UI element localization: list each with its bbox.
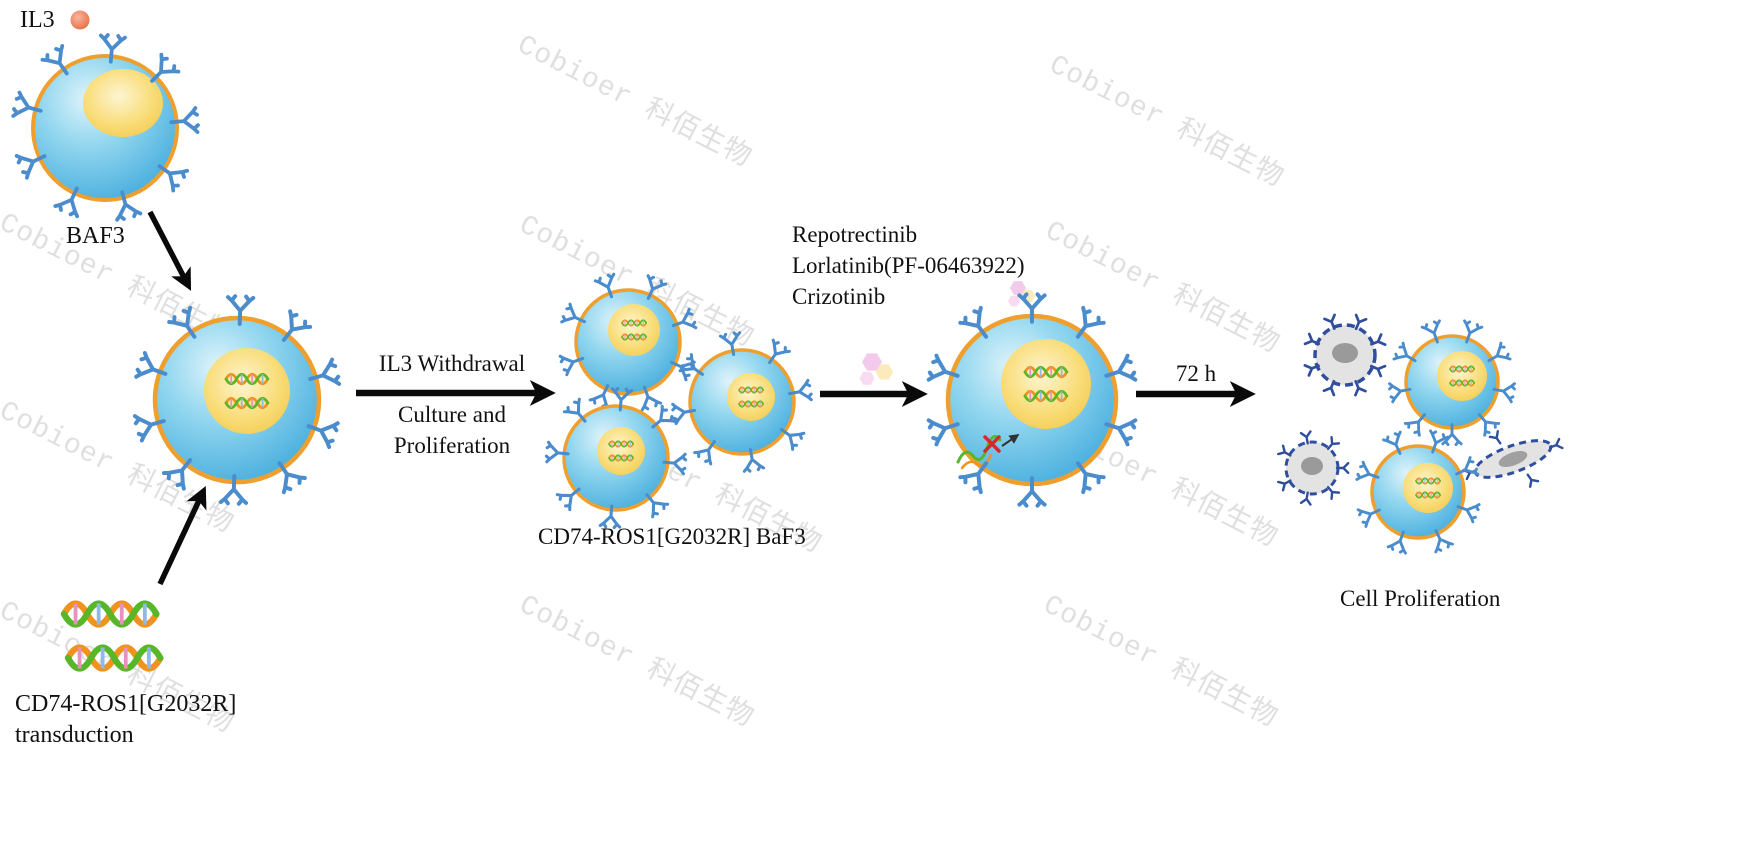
inhibition-x-icon xyxy=(983,435,1001,453)
dead-cell-icon xyxy=(1303,313,1387,397)
arrow-baf3-down-icon xyxy=(147,210,192,291)
dead-cell-icon xyxy=(1277,430,1350,506)
transduction-label-line2: transduction xyxy=(15,722,134,748)
transduced-cell xyxy=(131,293,343,507)
fusion-protein-icon xyxy=(956,434,1002,464)
culture-label-line1: Culture and xyxy=(398,402,506,427)
drug-label-repotrectinib: Repotrectinib xyxy=(792,222,918,247)
drug-molecules-icon xyxy=(1008,281,1035,307)
result-label: Cell Proliferation xyxy=(1340,586,1501,611)
cell-line-label: CD74-ROS1[G2032R] BaF3 xyxy=(538,524,806,549)
transduction-dna-icon xyxy=(64,604,160,669)
il3-ligand-icon xyxy=(70,10,90,30)
baf3-label: BAF3 xyxy=(66,223,125,249)
treated-cell xyxy=(925,292,1139,508)
blocked-signal-arrow-icon xyxy=(1001,434,1020,447)
culture-label-line2: Proliferation xyxy=(393,433,511,458)
il3-withdrawal-label: IL3 Withdrawal xyxy=(378,351,526,376)
nucleus xyxy=(204,348,290,434)
drug-label-lorlatinib: Lorlatinib(PF-06463922) xyxy=(792,253,1025,278)
arrow-transduction-icon xyxy=(157,486,207,586)
cluster-cell-right xyxy=(670,330,814,474)
nucleus xyxy=(1001,339,1091,429)
dead-cell-spindle-icon xyxy=(1462,430,1564,488)
cell-cluster xyxy=(544,271,814,530)
nucleus xyxy=(83,69,163,137)
drug-label-crizotinib: Crizotinib xyxy=(792,284,886,309)
baf3-cell xyxy=(10,32,201,223)
transduction-label-line1: CD74-ROS1[G2032R] xyxy=(15,691,237,717)
duration-label: 72 h xyxy=(1175,361,1217,386)
proliferating-cell xyxy=(1354,428,1482,556)
il3-label: IL3 xyxy=(20,7,55,33)
drug-molecules-icon xyxy=(859,353,894,385)
proliferating-cell xyxy=(1387,318,1517,447)
cluster-cell-bottom xyxy=(544,386,688,530)
